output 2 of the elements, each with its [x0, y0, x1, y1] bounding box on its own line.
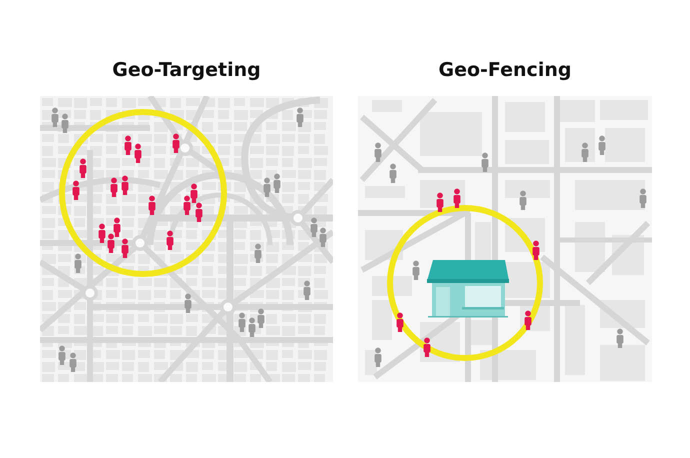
panel-heading: Geo-Fencing: [438, 58, 572, 83]
panel-heading: Geo-Targeting: [112, 58, 261, 83]
